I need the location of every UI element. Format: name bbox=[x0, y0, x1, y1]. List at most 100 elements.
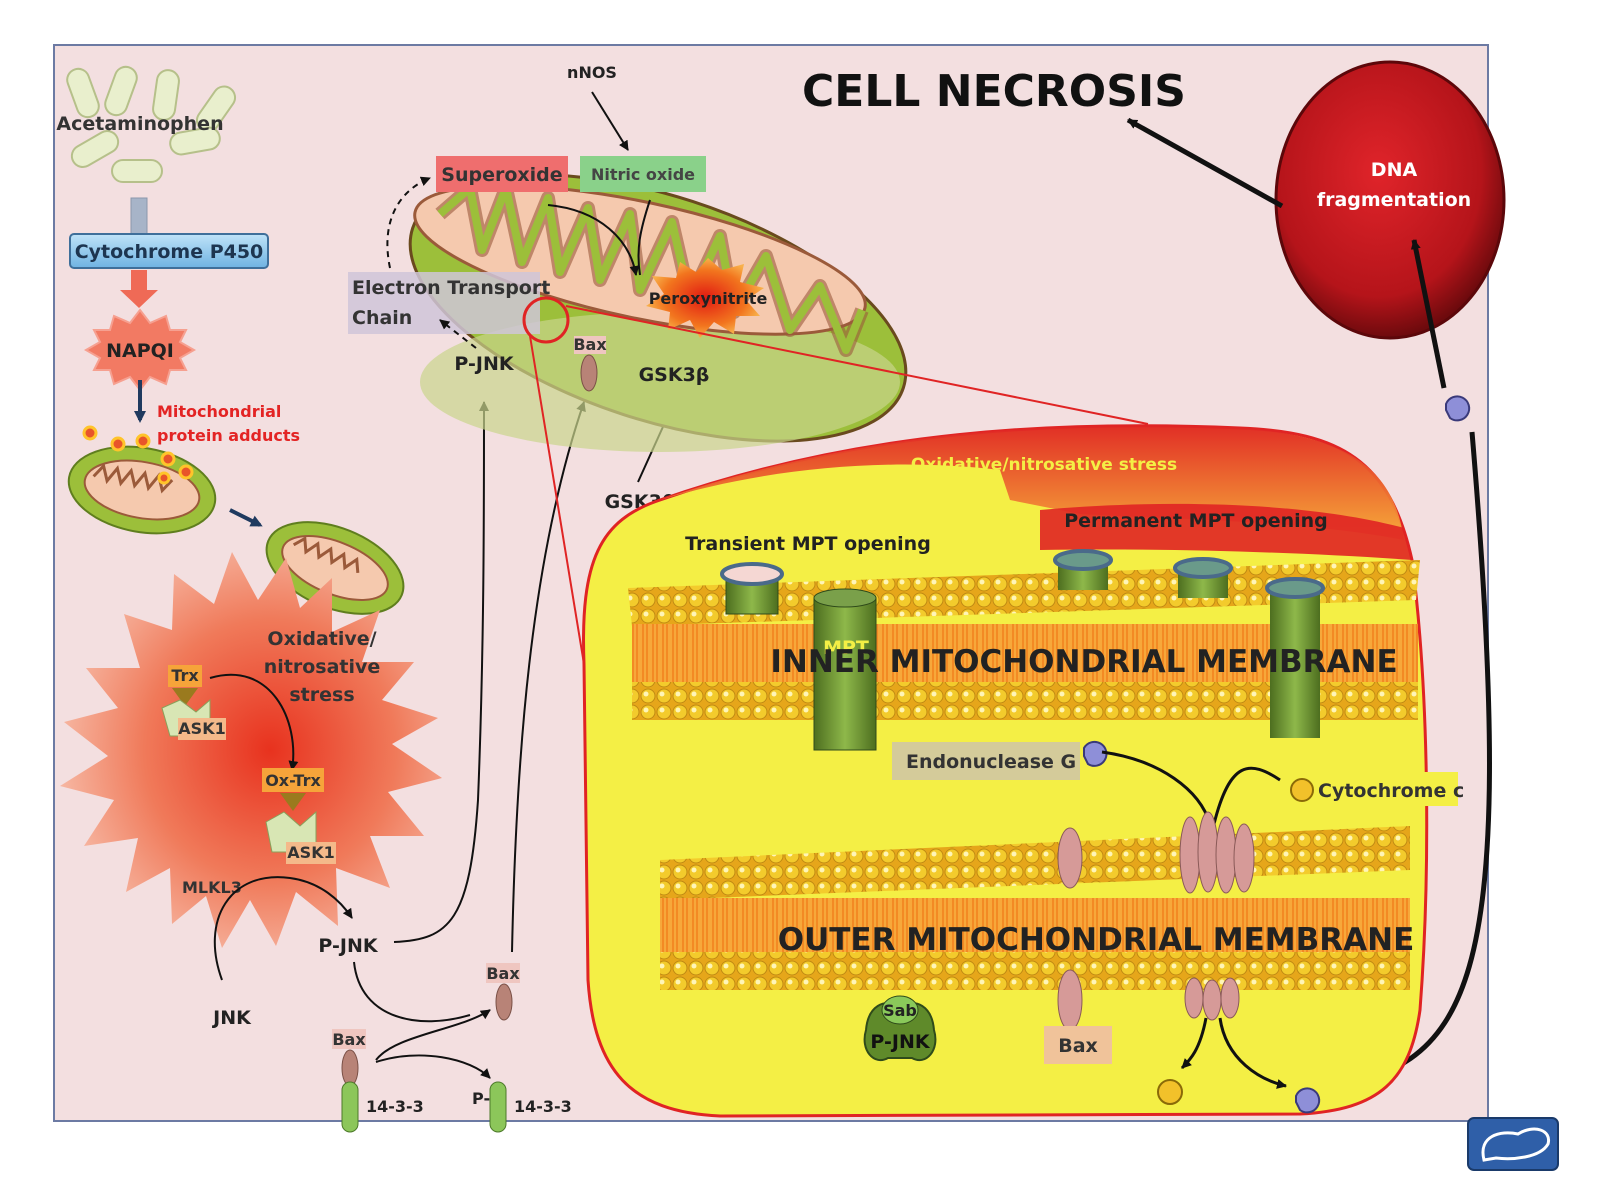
arrow-jnk-to-pjnk bbox=[213, 876, 353, 981]
zoom-circle bbox=[522, 296, 570, 344]
protein-14-3-3-b-icon bbox=[489, 1081, 507, 1133]
outer-membrane-bilayer bbox=[660, 826, 1410, 990]
bax-bound-badge bbox=[332, 1029, 366, 1049]
pjnk-inset-label: P-JNK bbox=[870, 1031, 930, 1053]
cytochrome-c-released-icon bbox=[1157, 1079, 1183, 1105]
napqi-label: NAPQI bbox=[106, 340, 174, 362]
cytochrome-c-label: Cytochrome c bbox=[1318, 780, 1464, 802]
bax-mito-icon bbox=[580, 354, 598, 392]
cytochrome-c-icon bbox=[1290, 778, 1314, 802]
mlkl3-label: MLKL3 bbox=[182, 878, 242, 897]
bax-mito-label: Bax bbox=[573, 335, 607, 354]
arrow-endog-to-dna bbox=[1410, 239, 1447, 389]
zoom-line-left bbox=[529, 335, 585, 665]
oxtrx-triangle bbox=[280, 793, 306, 811]
endonuclease-g-icon bbox=[1083, 740, 1108, 767]
nitric-oxide-label: Nitric oxide bbox=[591, 165, 695, 184]
pjnk-mito-label: P-JNK bbox=[454, 353, 514, 375]
arrow-trx-to-oxtrx bbox=[209, 673, 299, 771]
oxidative-stress-star bbox=[60, 552, 442, 948]
arrow-pjnk-to-etc bbox=[439, 319, 477, 349]
endonuclease-g-free-icon bbox=[1445, 395, 1471, 422]
trx-badge bbox=[168, 665, 202, 687]
jnk-label: JNK bbox=[211, 1007, 252, 1029]
arrow-to-damaged-mito bbox=[229, 508, 263, 527]
arrow-etc-to-superoxide bbox=[386, 176, 431, 269]
sab-pjnk-complex bbox=[863, 995, 937, 1061]
peroxynitrite-label: Peroxynitrite bbox=[649, 289, 768, 308]
endonuclease-g-label: Endonuclease G bbox=[906, 751, 1076, 773]
oxtrx-badge bbox=[262, 768, 324, 792]
permanent-mpt-band bbox=[1040, 503, 1412, 560]
bax-cytosolic-icon bbox=[1057, 969, 1083, 1031]
oxstress-label-line3: stress bbox=[289, 684, 354, 706]
zoom-line-right bbox=[565, 305, 1149, 425]
protein-14-3-3-b-label: 14-3-3 bbox=[514, 1097, 572, 1116]
ask1-badge-a bbox=[178, 718, 226, 740]
bax-free-badge bbox=[486, 963, 520, 983]
outer-membrane-label: OUTER MITOCHONDRIAL MEMBRANE bbox=[778, 922, 1415, 958]
oxstress-label-line2: nitrosative bbox=[264, 656, 381, 678]
damaged-mitochondrion bbox=[265, 521, 405, 615]
arrow-dna-to-necrosis bbox=[1126, 117, 1284, 209]
arrow-to-cyp450 bbox=[130, 197, 148, 235]
arrow-pjnk-to-mito bbox=[393, 401, 489, 943]
endonuclease-g-released-icon bbox=[1295, 1087, 1321, 1114]
etc-label-line1: Electron Transport bbox=[352, 277, 550, 299]
gsk3b-mito-label: GSK3β bbox=[639, 364, 710, 386]
mpt-pore bbox=[813, 588, 877, 751]
mitochondrion-with-adducts bbox=[67, 445, 217, 535]
bax-channel-lower bbox=[1184, 977, 1240, 1021]
protein-14-3-3-a-icon bbox=[341, 1081, 359, 1133]
mitochondrion bbox=[408, 173, 908, 452]
arrow-cytc-to-channel bbox=[1212, 766, 1281, 825]
arrow-bax-to-mito bbox=[511, 401, 586, 953]
inset-oxstress-label: Oxidative/nitrosative stress bbox=[911, 455, 1177, 475]
bax-channel-upper bbox=[1179, 811, 1255, 894]
arrow-cytc-release bbox=[1180, 1017, 1208, 1070]
bax-bound-icon bbox=[341, 1049, 359, 1087]
bax-free-label: Bax bbox=[486, 964, 520, 983]
nitric-oxide-badge bbox=[580, 156, 706, 192]
bax-mito-badge bbox=[574, 336, 606, 354]
arrow-endog-release bbox=[1218, 1017, 1287, 1089]
protein-14-3-3-a-label: 14-3-3 bbox=[366, 1097, 424, 1116]
arrow-pjnk-14-3-3-path bbox=[353, 961, 471, 1023]
cytochrome-c-badge bbox=[1298, 772, 1458, 806]
transient-mpt-pore bbox=[720, 562, 784, 615]
adducts-label-line2: protein adducts bbox=[157, 426, 300, 445]
cytochrome-p450-box bbox=[69, 233, 269, 269]
arrow-nnos-to-no bbox=[591, 91, 629, 151]
pjnk-label-left: P-JNK bbox=[318, 935, 378, 957]
trx-label: Trx bbox=[171, 666, 199, 685]
arrow-no-to-peroxynitrite bbox=[637, 199, 651, 276]
inner-membrane-label: INNER MITOCHONDRIAL MEMBRANE bbox=[770, 644, 1397, 680]
arrow-to-free-bax bbox=[375, 1009, 491, 1061]
arrow-to-p-14-3-3 bbox=[375, 1054, 491, 1079]
etc-label-line2: Chain bbox=[352, 307, 412, 329]
transient-mpt-label: Transient MPT opening bbox=[685, 533, 931, 555]
ask1-badge-b bbox=[286, 842, 336, 864]
mpt-label: MPT bbox=[823, 637, 869, 659]
bax-free-icon bbox=[495, 983, 513, 1021]
superoxide-badge bbox=[436, 156, 568, 192]
oxstress-label-line1: Oxidative/ bbox=[267, 628, 376, 650]
endonuclease-g-badge bbox=[892, 742, 1080, 780]
arrow-superoxide-to-peroxynitrite bbox=[547, 204, 640, 276]
oxtrx-label: Ox-Trx bbox=[265, 771, 321, 790]
sab-label: Sab bbox=[883, 1001, 917, 1020]
protein-adduct-markers bbox=[82, 425, 194, 485]
bax-inset-label: Bax bbox=[1058, 1035, 1098, 1057]
cytochrome-p450-label: Cytochrome P450 bbox=[75, 241, 264, 263]
trx-triangle bbox=[172, 688, 198, 706]
permanent-mpt-label: Permanent MPT opening bbox=[1064, 510, 1328, 532]
superoxide-label: Superoxide bbox=[441, 164, 562, 186]
nnos-label: nNOS bbox=[567, 63, 617, 82]
arrow-to-napqi bbox=[120, 270, 158, 308]
dna-label-line2: fragmentation bbox=[1317, 189, 1471, 211]
journal-logo-icon bbox=[1467, 1117, 1559, 1171]
ask1-label-b: ASK1 bbox=[287, 843, 334, 862]
acetaminophen-label: Acetaminophen bbox=[56, 113, 223, 135]
permanent-mpt-pores bbox=[1053, 549, 1325, 738]
